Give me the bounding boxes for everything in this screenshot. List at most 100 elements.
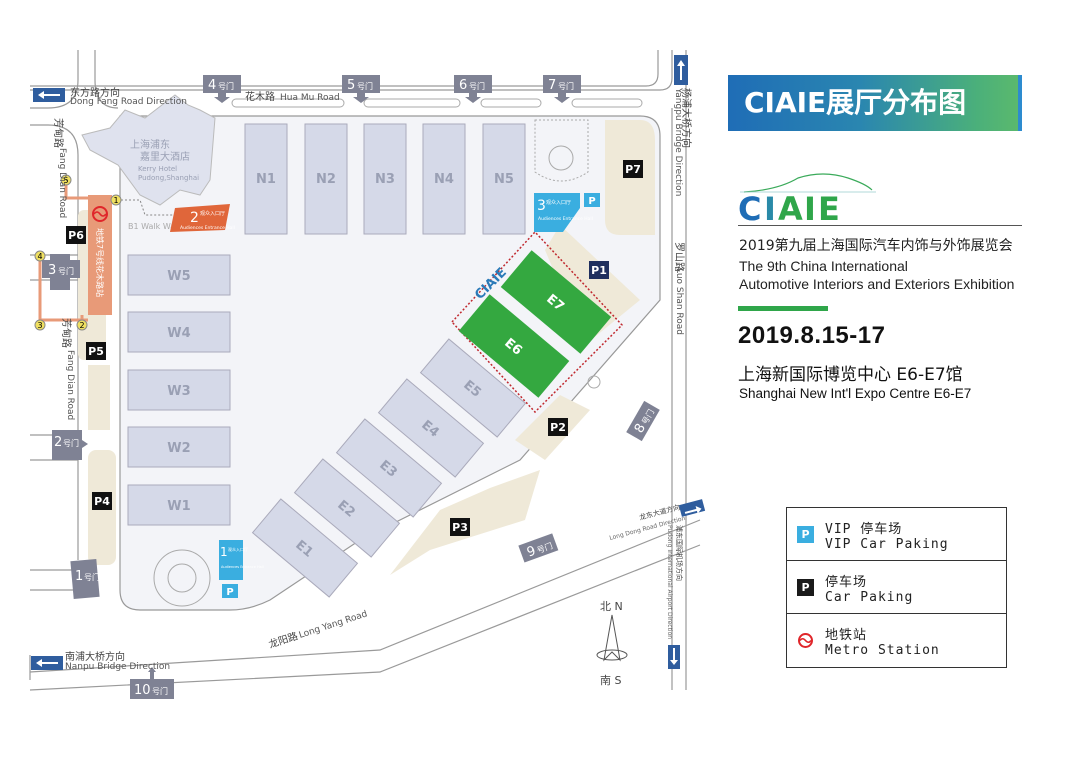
exhibition-name-en-1: The 9th China International <box>739 258 908 274</box>
svg-text:3: 3 <box>37 321 42 330</box>
svg-text:A: A <box>778 190 803 224</box>
hall-n4: N4 <box>434 172 454 187</box>
svg-text:Audiences Entrance Hall: Audiences Entrance Hall <box>180 225 235 231</box>
legend-label-cn: VIP 停车场 <box>825 522 903 537</box>
parking-p2: P2 <box>550 421 566 434</box>
metro-icon <box>798 633 813 648</box>
ciaie-logo: C I A I E <box>738 173 876 224</box>
svg-text:Audiences Entrance Hall: Audiences Entrance Hall <box>221 565 264 569</box>
legend-vip-parking: P VIP 停车场 VIP Car Paking <box>787 508 1006 561</box>
vip-parking-markers: P P <box>222 193 600 598</box>
huamu-road-lanes <box>231 98 643 108</box>
hall-w4: W4 <box>167 326 190 341</box>
svg-text:P: P <box>226 587 233 598</box>
metro-exits: 5 1 2 3 4 <box>34 174 122 331</box>
metro-station-icon <box>92 206 108 222</box>
svg-text:号门: 号门 <box>558 81 574 91</box>
svg-text:号门: 号门 <box>58 266 74 276</box>
exhibition-date: 2019.8.15-17 <box>738 322 886 349</box>
venue-en: Shanghai New Int'l Expo Centre E6-E7 <box>739 386 972 401</box>
legend-metro: 地铁站 Metro Station <box>787 614 1006 667</box>
svg-text:2: 2 <box>190 210 199 226</box>
longyang-road-cn: 龙阳路 <box>267 629 300 651</box>
direction-yangpu: 杨浦大桥方向 Yangpu Bridge Direction <box>673 55 693 196</box>
banner-edge <box>1018 75 1022 131</box>
svg-text:1: 1 <box>75 569 83 584</box>
svg-text:5: 5 <box>347 78 355 93</box>
svg-text:观众入口厅: 观众入口厅 <box>200 211 225 217</box>
b1-walkway-label: B1 Walk Way <box>128 222 180 231</box>
svg-text:Yangpu Bridge Direction: Yangpu Bridge Direction <box>673 87 683 196</box>
kerry-hotel <box>81 94 216 206</box>
fangdian-road-cn: 芳甸路 <box>52 118 65 148</box>
hall-w1: W1 <box>167 499 190 514</box>
svg-text:10: 10 <box>134 683 151 698</box>
luoshan-road-cn: 罗山路 <box>673 242 686 272</box>
hotel-name-en1: Kerry Hotel <box>138 165 177 173</box>
svg-text:3: 3 <box>537 198 546 214</box>
logo-divider <box>738 225 1022 226</box>
compass-icon: 北 N 南 S <box>596 600 628 687</box>
longyang-road-en: Long Yang Road <box>298 609 369 641</box>
fangdian-road-en-2: Fang Dian Road <box>65 350 75 420</box>
svg-text:Pudong International Airport D: Pudong International Airport Direction <box>666 525 673 639</box>
entrance-hall-2: 2 观众入口厅 Audiences Entrance Hall <box>170 204 235 232</box>
svg-text:号门: 号门 <box>63 438 79 448</box>
parking-labels: P6 P5 P4 P7 P1 P2 P3 <box>66 160 643 536</box>
svg-text:号门: 号门 <box>469 81 485 91</box>
svg-text:Nanpu Bridge Direction: Nanpu Bridge Direction <box>65 662 170 672</box>
exhibition-name-cn: 2019第九届上海国际汽车内饰与外饰展览会 <box>739 238 1013 254</box>
svg-text:号门: 号门 <box>84 572 100 582</box>
gate-8: 8号门 <box>626 400 660 442</box>
hall-w3: W3 <box>167 384 190 399</box>
hall-n5: N5 <box>494 172 514 187</box>
svg-text:2: 2 <box>54 435 62 450</box>
b1-walkway <box>121 199 175 216</box>
svg-text:观众入口厅: 观众入口厅 <box>228 547 248 552</box>
direction-longdong: 龙东大道方向 Long Dong Road Direction <box>609 499 706 542</box>
banner-title-text: CIAIE展厅分布图 <box>744 86 967 119</box>
parking-p6: P6 <box>68 229 84 242</box>
east-halls: E1 E2 E3 E4 E5 <box>251 338 527 598</box>
svg-text:观众入口厅: 观众入口厅 <box>546 200 571 206</box>
green-accent-bar <box>738 306 828 311</box>
north-halls: N1 N2 N3 N4 N5 <box>244 123 526 235</box>
svg-text:I: I <box>764 190 776 224</box>
roundabout <box>153 549 211 607</box>
legend-label-cn: 停车场 <box>825 575 868 590</box>
hall-w5: W5 <box>167 269 190 284</box>
svg-text:4: 4 <box>37 252 42 261</box>
huamu-road-en: Hua Mu Road <box>280 93 340 103</box>
svg-text:1: 1 <box>113 196 118 205</box>
svg-text:浦东国际机场方向: 浦东国际机场方向 <box>675 525 684 581</box>
svg-text:P: P <box>588 196 595 207</box>
svg-text:南 S: 南 S <box>600 674 621 687</box>
direction-airport: 浦东国际机场方向 Pudong International Airport Di… <box>666 525 684 669</box>
svg-text:E: E <box>818 190 840 224</box>
hall-n1: N1 <box>256 172 276 187</box>
hall-n3: N3 <box>375 172 395 187</box>
svg-text:号门: 号门 <box>152 686 168 696</box>
hall-n2: N2 <box>316 172 336 187</box>
svg-text:杨浦大桥方向: 杨浦大桥方向 <box>680 88 693 148</box>
parking-icon: P <box>797 579 814 596</box>
west-halls: W5 W4 W3 W2 W1 <box>127 254 231 526</box>
expo-site <box>119 115 661 611</box>
east-roundabout <box>587 375 601 389</box>
svg-text:I: I <box>804 190 816 224</box>
fangdian-road-cn-2: 芳甸路 <box>60 318 73 348</box>
svg-text:Audiences Entrance Hall: Audiences Entrance Hall <box>538 216 593 222</box>
huamu-road-cn: 花木路 <box>245 90 275 103</box>
svg-text:1: 1 <box>220 545 228 559</box>
parking-p7: P7 <box>625 163 641 176</box>
legend-parking: P 停车场 Car Paking <box>787 561 1006 614</box>
legend-label-en: Car Paking <box>825 590 914 605</box>
svg-text:3: 3 <box>48 263 56 278</box>
exhibition-name-en-2: Automotive Interiors and Exteriors Exhib… <box>739 276 1015 292</box>
